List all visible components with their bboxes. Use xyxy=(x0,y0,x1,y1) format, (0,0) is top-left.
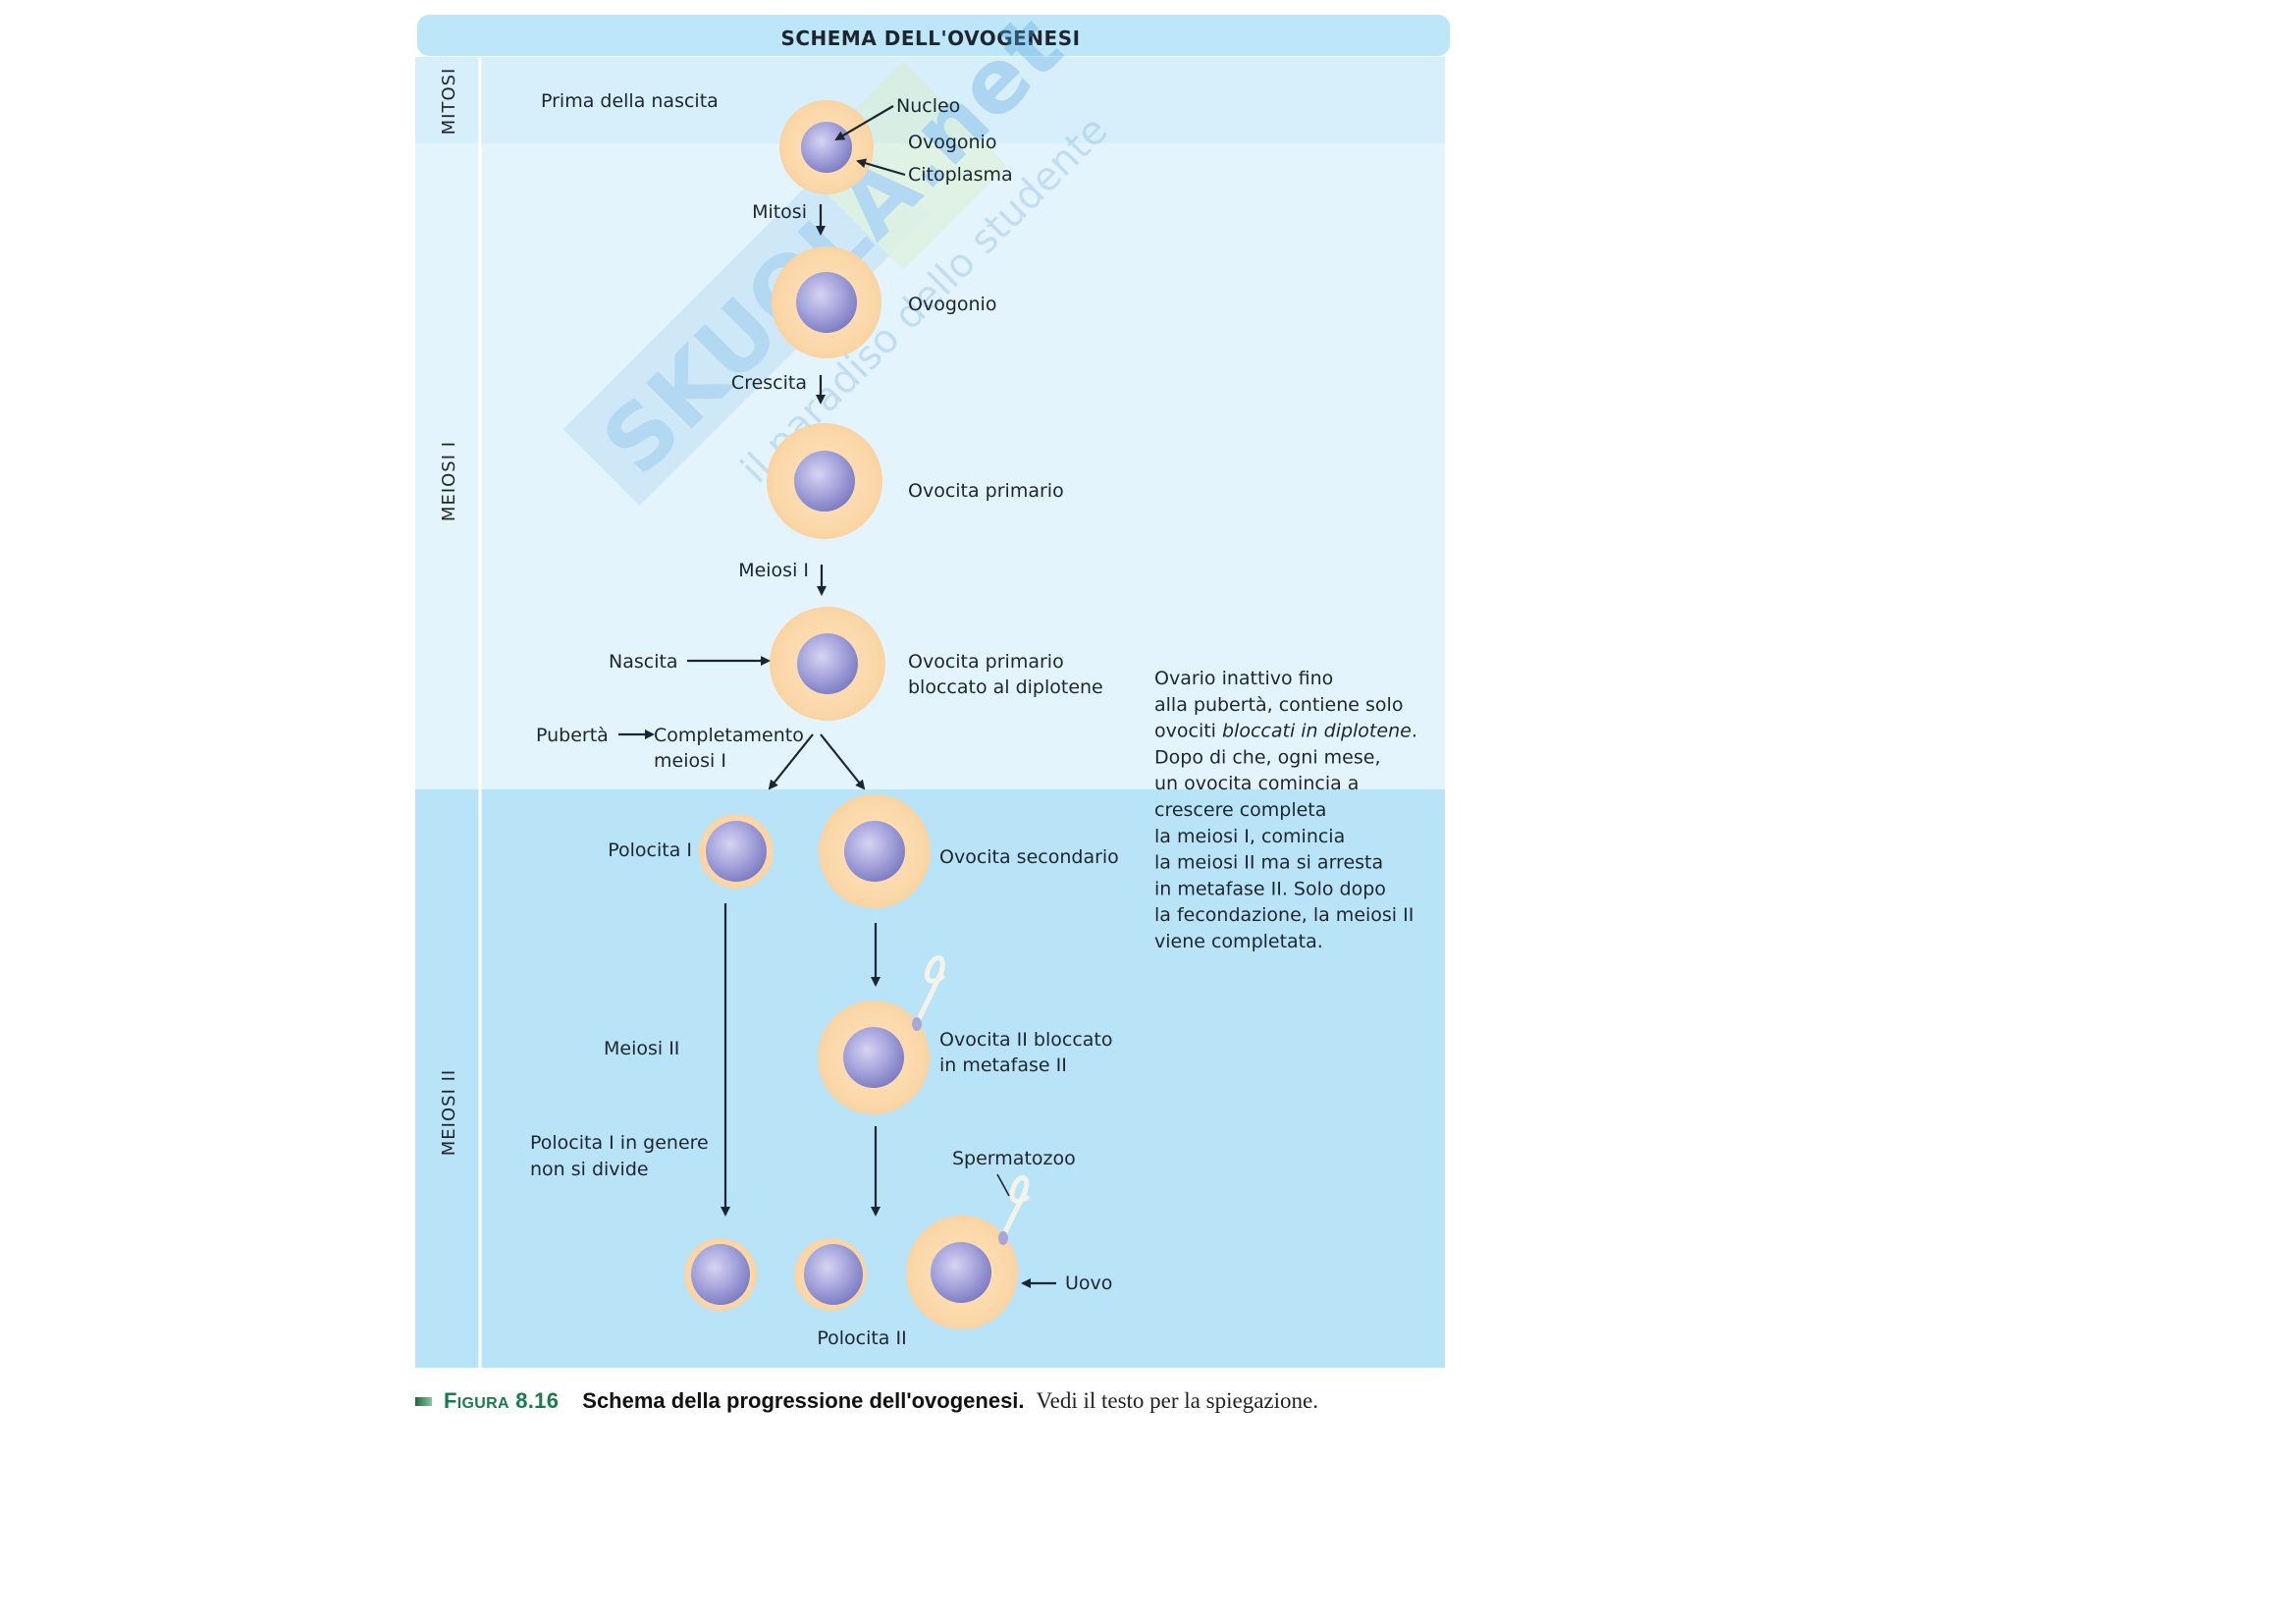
label-nucleo: Nucleo xyxy=(896,95,960,117)
pointer-spermatozoo xyxy=(996,1173,1010,1197)
note-emphasis: bloccati in diplotene xyxy=(1222,721,1412,742)
label-mitosi-step: Mitosi xyxy=(752,201,807,223)
spermatozoon-icon xyxy=(998,1175,1030,1245)
phase-label-meiosi-1: MEIOSI I xyxy=(439,441,459,521)
note-line: un ovocita comincia a xyxy=(1154,773,1359,794)
label-ovocita-secondario: Ovocita secondario xyxy=(939,846,1119,868)
label-nascita: Nascita xyxy=(609,651,678,673)
nucleus xyxy=(794,451,855,512)
phase-label-mitosi: MITOSI xyxy=(439,68,459,135)
figure-word-rest: IGURA xyxy=(456,1395,509,1412)
label-meiosi-1-step: Meiosi I xyxy=(738,560,809,581)
band-mitosi xyxy=(415,57,1445,143)
label-ovogonio-2: Ovogonio xyxy=(908,294,996,315)
spermatozoon-icon xyxy=(912,954,945,1031)
note-line: Dopo di che, ogni mese, xyxy=(1154,746,1381,768)
nucleus xyxy=(797,633,858,694)
label-meiosi-2-step: Meiosi II xyxy=(604,1038,679,1059)
nucleus xyxy=(691,1244,750,1305)
caption-title: Schema della progressione dell'ovogenesi… xyxy=(582,1388,1025,1413)
nucleus xyxy=(931,1242,991,1303)
note-line: crescere completa xyxy=(1154,799,1326,821)
cell-polocita-1 xyxy=(699,814,774,889)
cell-uovo xyxy=(906,1175,1030,1329)
diagram-header: SCHEMA DELL'OVOGENESI xyxy=(417,15,1450,56)
arrow-to-ovocita-secondario xyxy=(820,733,866,790)
figure-word: FIGURA xyxy=(444,1388,509,1413)
caption-marker-icon xyxy=(415,1396,432,1406)
label-citoplasma: Citoplasma xyxy=(908,164,1013,186)
cell-ovocita-primario xyxy=(767,423,882,539)
note-line: Ovario inattivo fino xyxy=(1154,668,1333,689)
label-crescita-step: Crescita xyxy=(731,372,807,394)
label-ovocita-bloccato-1: Ovocita primario xyxy=(908,651,1064,673)
label-ovocita-primario: Ovocita primario xyxy=(908,480,1064,502)
label-ovocita-2-1: Ovocita II bloccato xyxy=(939,1029,1113,1051)
label-polocita-2: Polocita II xyxy=(817,1327,906,1349)
nucleus xyxy=(706,821,767,882)
note-line: viene completata. xyxy=(1154,931,1323,952)
label-prima-nascita: Prima della nascita xyxy=(541,90,719,112)
phase-bands xyxy=(415,57,1445,1368)
note-line: ovociti bloccati in diplotene. xyxy=(1154,721,1417,742)
cell-ovocita-bloccato-diplotene xyxy=(770,607,885,721)
arrow-nucleo xyxy=(834,105,894,141)
nucleus xyxy=(804,1244,863,1305)
label-polocita-1: Polocita I xyxy=(608,839,692,861)
arrows xyxy=(618,105,1056,1288)
cell-ovogonio-1 xyxy=(779,100,874,194)
label-spermatozoo: Spermatozoo xyxy=(952,1148,1076,1169)
arrow-citoplasma xyxy=(856,158,906,177)
phase-label-meiosi-2: MEIOSI II xyxy=(439,1069,459,1156)
diagram-labels: Prima della nascita Nucleo Ovogonio Cito… xyxy=(530,90,1119,1349)
label-completamento-2: meiosi I xyxy=(654,750,726,772)
label-completamento-1: Completamento xyxy=(654,725,804,746)
note-line: alla pubertà, contiene solo xyxy=(1154,694,1403,716)
band-meiosi-1 xyxy=(415,143,1445,789)
figure-label: FIGURA 8.16 xyxy=(444,1388,559,1414)
nucleus xyxy=(843,1027,904,1088)
note-line: la meiosi II ma si arresta xyxy=(1154,852,1383,874)
nucleus xyxy=(796,272,857,333)
explanatory-note: Ovario inattivo fino alla pubertà, contie… xyxy=(1154,668,1417,952)
nucleus xyxy=(844,821,905,882)
label-polocita-non-divide-1: Polocita I in genere xyxy=(530,1132,709,1154)
label-uovo: Uovo xyxy=(1065,1272,1112,1294)
note-line: in metafase II. Solo dopo xyxy=(1154,878,1386,899)
label-ovocita-2-2: in metafase II xyxy=(939,1055,1067,1076)
caption-text: Vedi il testo per la spiegazione. xyxy=(1036,1388,1318,1413)
nucleus xyxy=(801,122,852,173)
label-ovocita-bloccato-2: bloccato al diplotene xyxy=(908,676,1103,698)
watermark-shape xyxy=(562,137,932,507)
cell-polocita-2a xyxy=(684,1238,757,1311)
note-line: la fecondazione, la meiosi II xyxy=(1154,904,1414,926)
label-ovogonio-1: Ovogonio xyxy=(908,132,996,153)
cell-ovocita-2-metafase xyxy=(818,954,945,1114)
cell-ovogonio-2 xyxy=(772,246,881,358)
note-line: la meiosi I, comincia xyxy=(1154,826,1345,847)
arrow-to-polocita-1 xyxy=(768,733,814,790)
label-puberta: Pubertà xyxy=(536,725,609,746)
figure-caption: FIGURA 8.16 Schema della progressione de… xyxy=(415,1384,1318,1418)
cell-polocita-2b xyxy=(794,1238,867,1311)
figure-number: 8.16 xyxy=(515,1388,560,1413)
diagram-title: SCHEMA DELL'OVOGENESI xyxy=(780,27,1080,50)
cell-ovocita-secondario xyxy=(819,794,931,908)
label-polocita-non-divide-2: non si divide xyxy=(530,1159,649,1180)
